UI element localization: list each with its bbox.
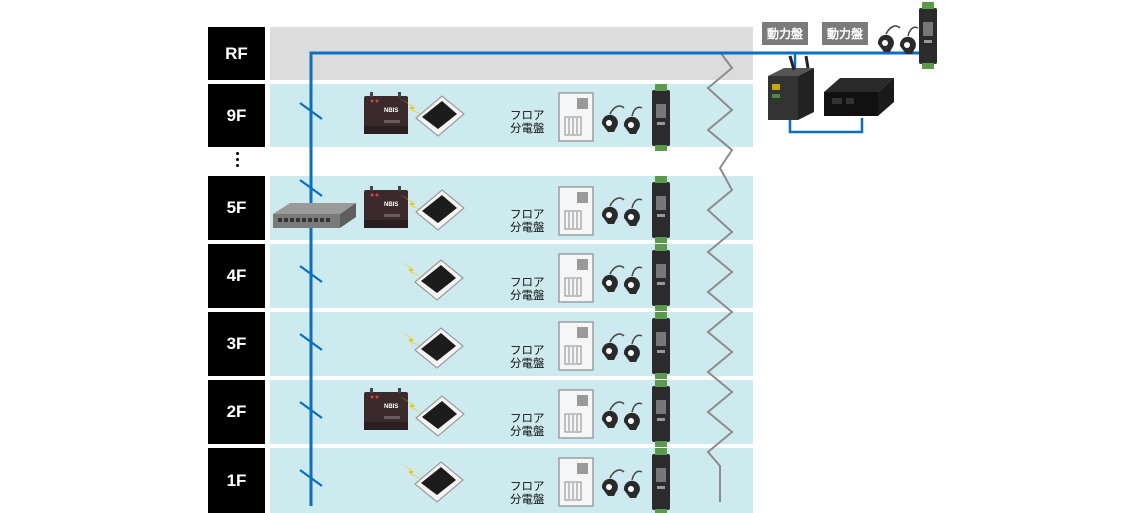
ct-clamp-icon-4f xyxy=(601,265,643,295)
ct-clamp-icon-3f xyxy=(601,333,643,363)
sensor-icon-2f xyxy=(415,395,465,437)
floor-panel-label-2f: フロア分電盤 xyxy=(510,411,545,438)
power-meter-icon-4f xyxy=(652,244,670,311)
network-switch-icon xyxy=(273,203,356,228)
power-meter-icon-2f xyxy=(652,380,670,447)
power-meter-icon-3f xyxy=(652,312,670,379)
distribution-panel-icon-3f xyxy=(558,321,594,371)
floor-label-9f: 9F xyxy=(208,84,265,147)
power-meter-icon-5f xyxy=(652,176,670,243)
floor-label-rf: RF xyxy=(208,27,265,80)
distribution-panel-icon-4f xyxy=(558,253,594,303)
sensor-icon-3f xyxy=(414,327,464,369)
ct-clamp-icon-5f xyxy=(601,197,643,227)
floor-label-1f: 1F xyxy=(208,448,265,513)
floor-band-2f xyxy=(270,380,753,444)
floor-band-3f xyxy=(270,312,753,376)
power-panel-tag-1: 動力盤 xyxy=(762,22,809,45)
wireless-bolt-icon-4f xyxy=(398,260,424,278)
distribution-panel-icon-1f xyxy=(558,457,594,507)
gateway-icon-2f xyxy=(364,388,408,430)
floor-label-5f: 5F xyxy=(208,176,265,240)
floor-panel-label-3f: フロア分電盤 xyxy=(510,343,545,370)
floor-label-4f: 4F xyxy=(208,244,265,308)
floor-panel-label-9f: フロア分電盤 xyxy=(510,108,545,135)
sensor-icon-5f xyxy=(415,189,465,231)
riser-cable xyxy=(309,51,920,506)
floor-band-4f xyxy=(270,244,753,308)
floor-band-1f xyxy=(270,448,753,513)
ct-clamp-icon-2f xyxy=(601,401,643,431)
wireless-bolt-icon-1f xyxy=(398,462,424,480)
floor-panel-label-5f: フロア分電盤 xyxy=(510,207,545,234)
distribution-panel-icon-5f xyxy=(558,186,594,236)
floor-band-9f xyxy=(270,84,753,147)
ellipsis-dots xyxy=(236,152,240,170)
ct-clamp-icon-9f xyxy=(601,105,643,135)
sensor-icon-1f xyxy=(414,461,464,503)
gateway-icon-5f xyxy=(364,186,408,228)
sensor-icon-4f xyxy=(414,259,464,301)
power-meter-icon-rf xyxy=(919,2,937,69)
distribution-panel-icon-9f xyxy=(558,92,594,142)
ct-clamp-icon-rf xyxy=(877,25,919,55)
server-box-icon xyxy=(824,78,894,116)
distribution-panel-icon-2f xyxy=(558,389,594,439)
roof-router-icon xyxy=(768,55,814,120)
power-meter-icon-1f xyxy=(652,448,670,513)
floor-label-2f: 2F xyxy=(208,380,265,444)
ct-clamp-icon-1f xyxy=(601,469,643,499)
break-wave-line xyxy=(706,51,734,502)
sensor-icon-9f xyxy=(415,95,465,137)
gateway-icon-9f xyxy=(364,92,408,134)
power-meter-icon-9f xyxy=(652,84,670,151)
floor-panel-label-1f: フロア分電盤 xyxy=(510,479,545,506)
power-panel-tag-2: 動力盤 xyxy=(822,22,869,45)
floor-label-3f: 3F xyxy=(208,312,265,376)
floor-panel-label-4f: フロア分電盤 xyxy=(510,275,545,302)
